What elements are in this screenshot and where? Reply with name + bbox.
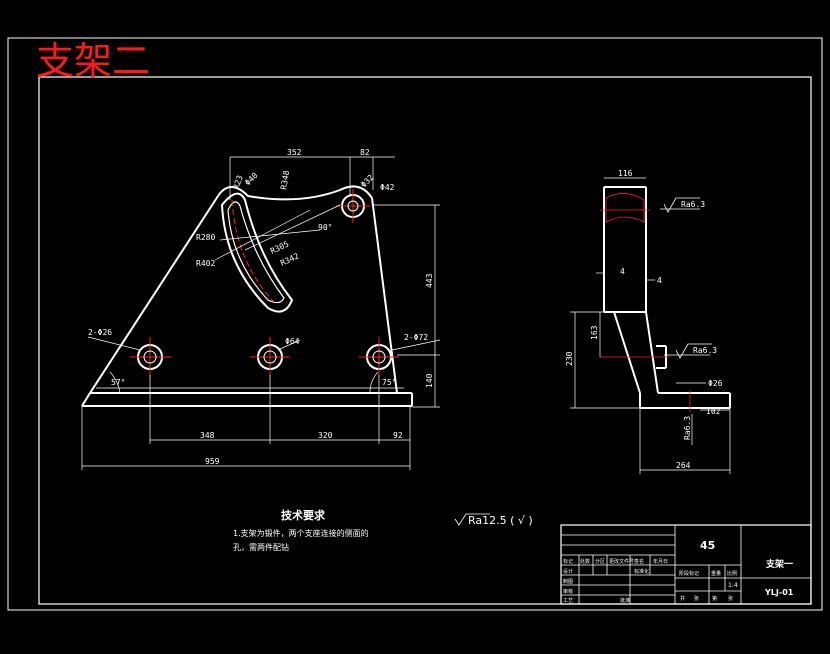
label-40: Φ40 [243, 171, 260, 188]
tb-misc-4: 共 [680, 595, 685, 602]
side-dim-4b: 4 [657, 276, 662, 285]
side-dim-116: 116 [618, 169, 633, 178]
label-r348: R348 [279, 170, 291, 191]
dim-right-443: 443 [425, 273, 434, 288]
side-dim-102: 102 [706, 407, 721, 416]
side-dim-163: 163 [590, 325, 599, 340]
tb-misc-8: 批准 [620, 597, 630, 604]
outer-border [7, 37, 823, 611]
dim-bottom-959: 959 [205, 457, 220, 466]
roughness-symbols [663, 197, 712, 359]
tb-misc-6: 第 [712, 595, 717, 602]
tb-misc-3: 比例 [727, 570, 737, 577]
side-dimension-lines [570, 177, 731, 474]
side-view [603, 186, 731, 409]
tb-misc-5: 张 [694, 595, 699, 602]
side-dim-264: 264 [676, 461, 691, 470]
side-hatch [600, 193, 691, 412]
dim-bottom-348: 348 [200, 431, 215, 440]
tb-misc-7: 张 [728, 595, 733, 602]
tb-part-name: 支架一 [765, 558, 793, 570]
general-roughness: Ra12.5 ( √ ) [468, 514, 533, 527]
tb-misc-1: 阶段标记 [679, 570, 699, 577]
tb-row-3: 审核 [563, 588, 573, 595]
tb-header-3: 签名 [634, 558, 644, 565]
front-dimension-lines [81, 156, 441, 470]
tech-req-line2: 孔，需两件配钻 [233, 542, 289, 552]
side-dim-4a: 4 [620, 267, 625, 276]
hole-label-2-72: 2-Φ72 [404, 333, 428, 342]
general-roughness-symbol [454, 513, 490, 526]
title-block-lines [560, 524, 812, 605]
front-view [81, 185, 413, 407]
side-dim-26: Φ26 [708, 379, 723, 388]
tb-drawing-no: YLJ-01 [764, 588, 794, 597]
hole-label-64: Φ64 [285, 337, 300, 346]
tb-header-1: 分区 [595, 558, 605, 565]
dim-bottom-92: 92 [393, 431, 403, 440]
angle-57: 57° [111, 378, 125, 387]
label-r23: R23 [231, 174, 244, 191]
tb-row-1: 设计 [563, 568, 573, 575]
roughness-3: Ra6.3 [683, 416, 692, 440]
tb-material: 45 [700, 539, 715, 552]
front-hole-inner [143, 200, 386, 364]
roughness-2: Ra6.3 [693, 346, 717, 355]
angle-90: 90° [318, 223, 332, 232]
side-dim-230: 230 [565, 351, 574, 366]
label-r305: R305 [269, 239, 290, 255]
tech-req-title: 技术要求 [281, 508, 326, 522]
tb-row-0: 标记 [563, 558, 573, 565]
tech-req-line1: 1.支架为锻件，两个支座连接的侧面的 [233, 528, 369, 538]
inner-border [38, 76, 812, 605]
tb-row-4: 工艺 [563, 598, 573, 604]
label-42: Φ42 [380, 183, 395, 192]
tb-header-4: 年月日 [653, 558, 668, 565]
label-r342: R342 [279, 251, 300, 267]
label-r402: R402 [196, 259, 215, 268]
roughness-1: Ra6.3 [681, 200, 705, 209]
tb-scale: 1:4 [728, 582, 738, 589]
tb-header-2: 更改文件号 [609, 558, 634, 565]
title-stamp: 支架二 [36, 39, 150, 83]
tb-misc-0: 标准化 [634, 568, 649, 575]
front-centerlines [130, 189, 399, 377]
hole-label-2-26: 2-Φ26 [88, 328, 112, 337]
dim-right-140: 140 [425, 373, 434, 388]
tb-row-2: 制图 [563, 578, 573, 585]
angle-75: 75° [382, 378, 396, 387]
dim-top-352: 352 [287, 148, 302, 157]
tb-header-0: 处数 [580, 558, 590, 565]
dim-bottom-320: 320 [318, 431, 333, 440]
dim-top-82: 82 [360, 148, 370, 157]
tb-misc-2: 重量 [711, 570, 721, 577]
label-r280: R280 [196, 233, 215, 242]
